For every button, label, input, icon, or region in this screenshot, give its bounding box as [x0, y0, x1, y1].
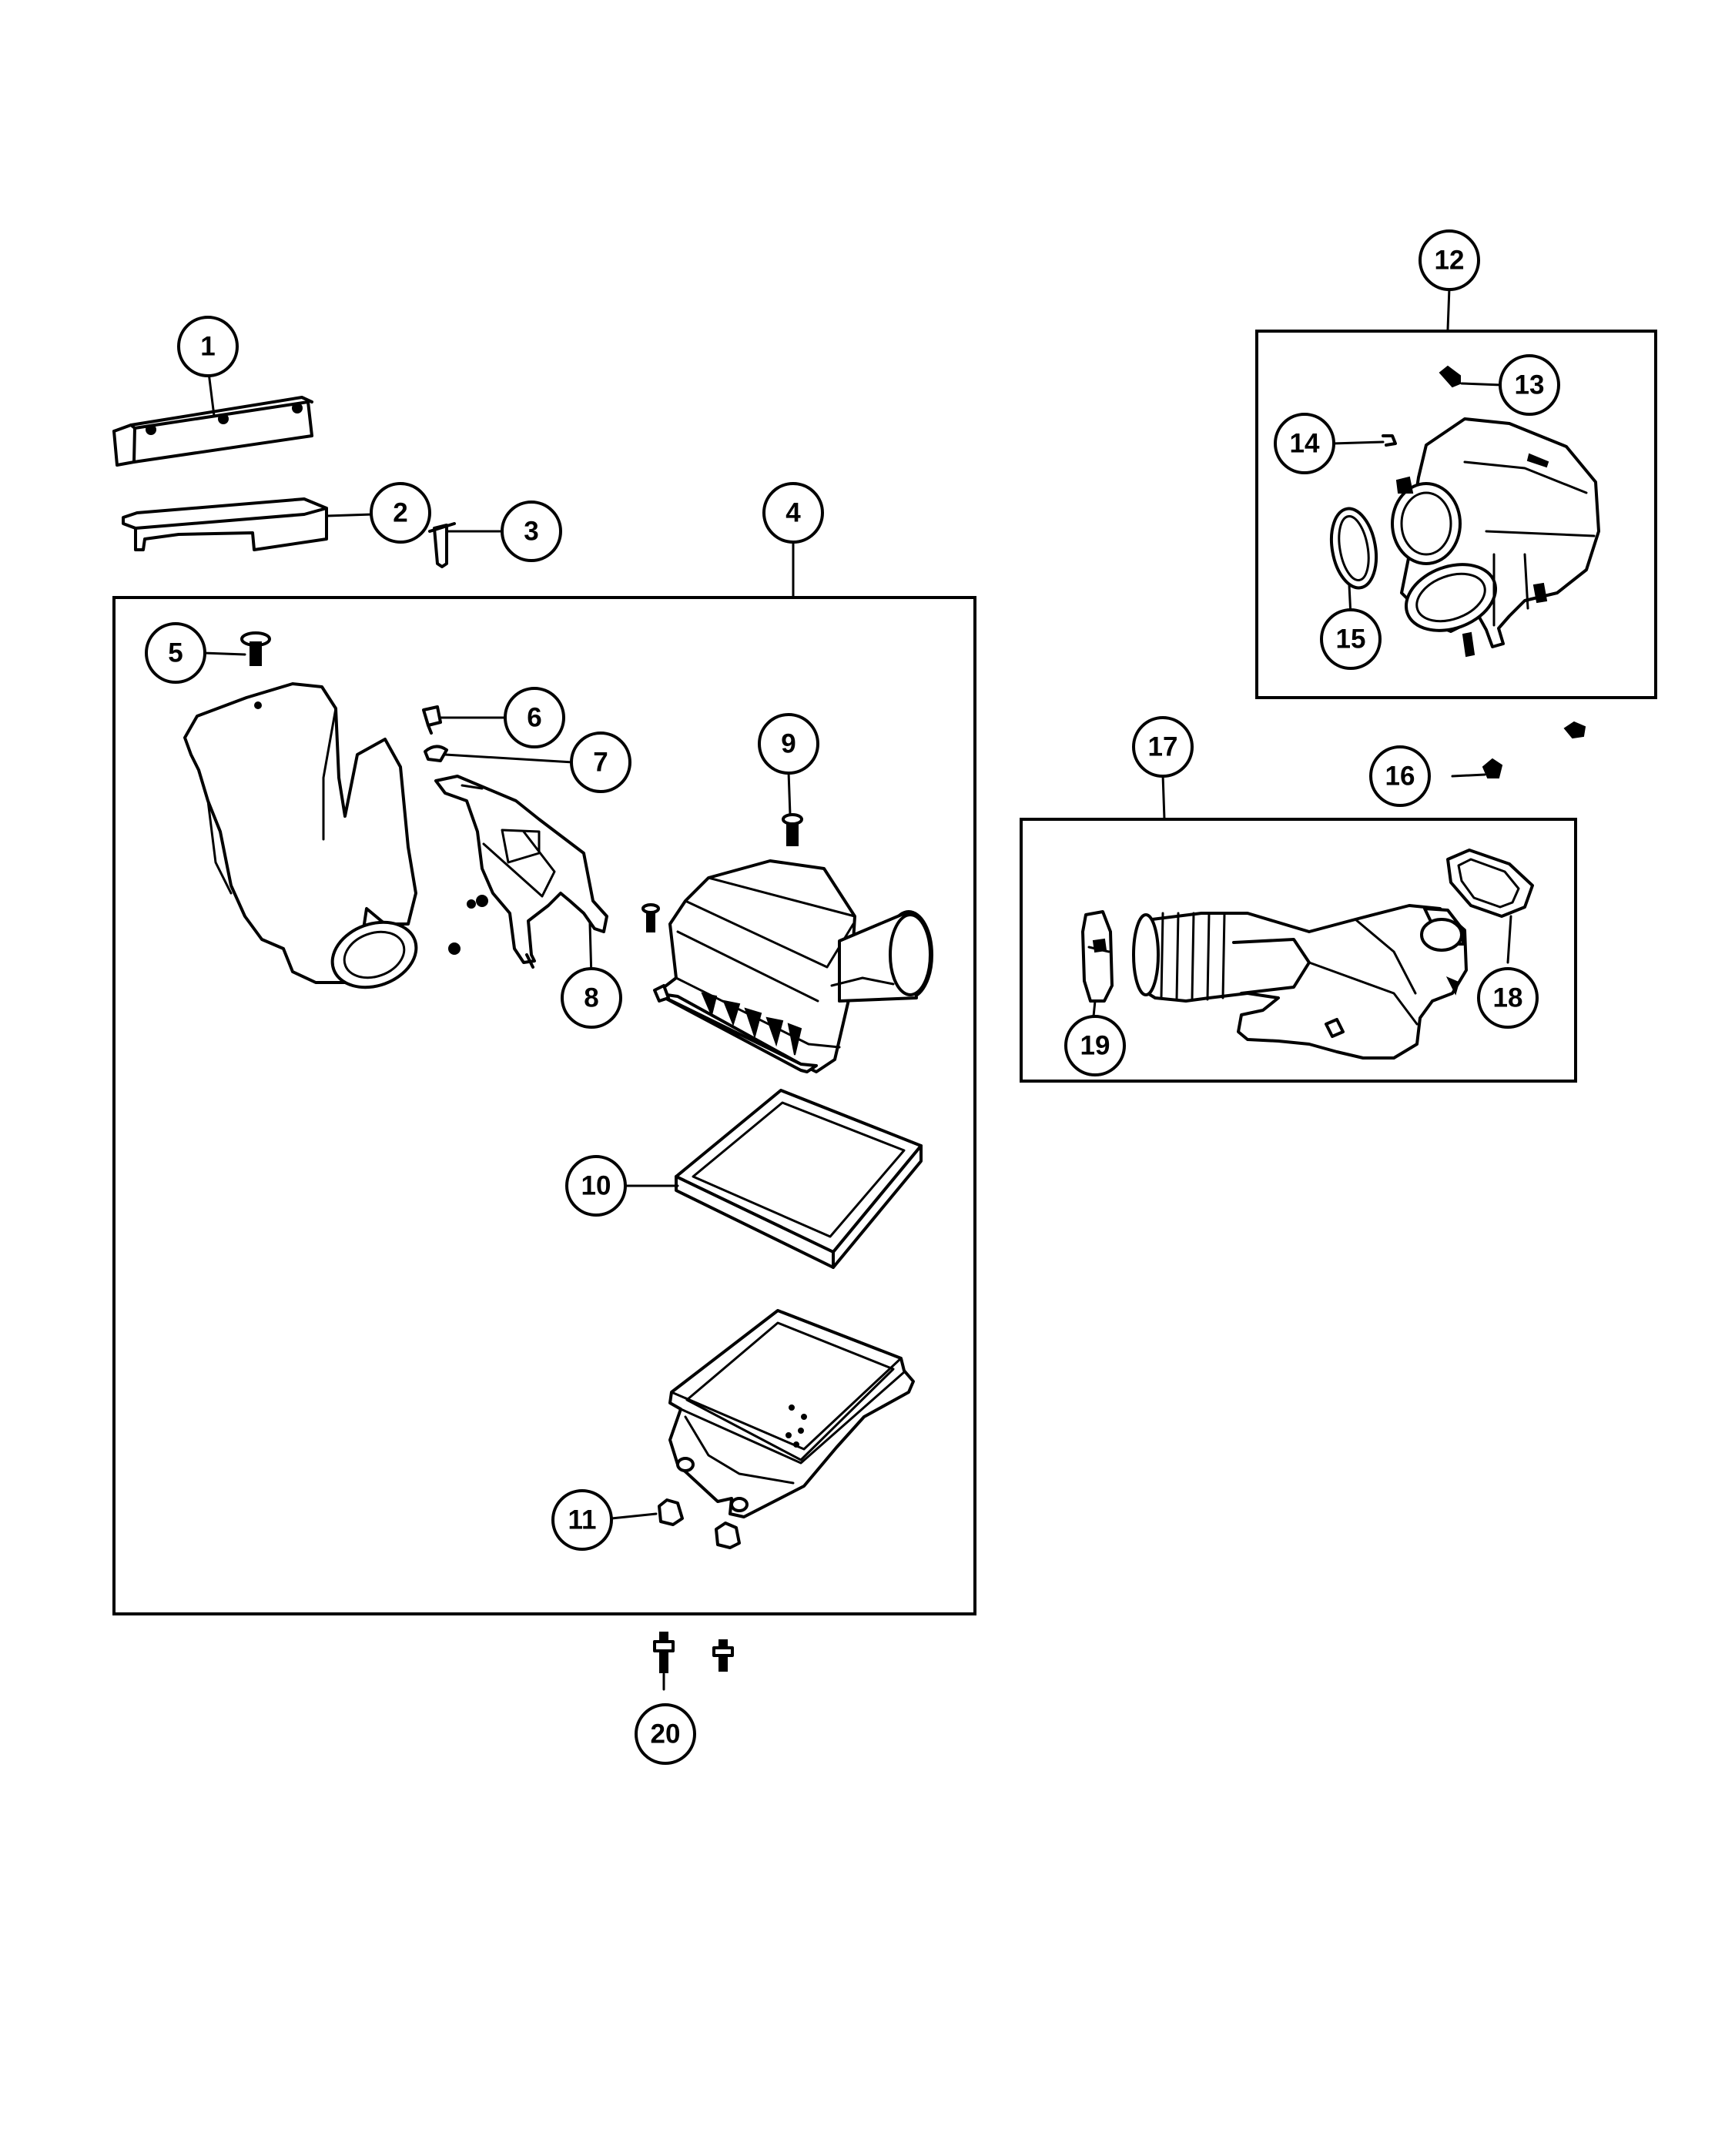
part-air-intake-elbow	[183, 682, 418, 989]
part-air-cleaner-cover	[653, 859, 933, 1073]
callout-20: 20	[635, 1703, 696, 1765]
part-ring-18	[1446, 849, 1534, 918]
part-clip-6	[422, 705, 442, 735]
callout-18: 18	[1477, 967, 1539, 1029]
part-clip-13	[1439, 365, 1461, 388]
callout-5-label: 5	[168, 638, 183, 668]
callout-16: 16	[1369, 745, 1431, 807]
callout-4: 4	[762, 482, 824, 544]
callout-3-label: 3	[524, 517, 538, 547]
callout-12: 12	[1419, 229, 1480, 291]
callout-9-label: 9	[781, 729, 796, 759]
part-clip-7	[424, 745, 448, 762]
callout-9: 9	[758, 713, 819, 775]
group-frame-17	[1020, 818, 1577, 1083]
callout-14-label: 14	[1290, 429, 1320, 459]
callout-20-label: 20	[651, 1719, 681, 1749]
part-intake-hose	[1132, 904, 1468, 1060]
callout-12-label: 12	[1435, 246, 1465, 276]
group-frame-4	[112, 596, 976, 1615]
callout-19-label: 19	[1080, 1031, 1110, 1061]
group-frame-12	[1255, 330, 1657, 699]
callout-3: 3	[501, 500, 562, 562]
callout-15-label: 15	[1336, 624, 1366, 654]
callout-11: 11	[551, 1489, 613, 1551]
part-pin	[428, 522, 456, 568]
callout-2: 2	[370, 482, 431, 544]
part-air-cleaner-housing	[668, 1309, 915, 1518]
callout-13-label: 13	[1515, 370, 1545, 400]
callout-8: 8	[561, 967, 622, 1029]
callout-18-label: 18	[1493, 983, 1523, 1013]
callout-10-label: 10	[581, 1171, 611, 1201]
part-screw-9	[782, 813, 803, 846]
part-fastener-16	[1482, 721, 1586, 778]
callout-8-label: 8	[584, 983, 598, 1013]
callout-4-label: 4	[785, 498, 801, 528]
part-bracket	[434, 775, 608, 969]
callout-17: 17	[1132, 716, 1194, 778]
part-screw-small	[641, 903, 660, 932]
part-ring-15	[1329, 507, 1378, 590]
callout-5: 5	[145, 622, 206, 684]
part-air-filter	[675, 1089, 923, 1269]
part-resonator	[1391, 417, 1600, 658]
callout-2-label: 2	[393, 498, 407, 528]
part-grommet-11	[658, 1498, 741, 1549]
callout-6-label: 6	[527, 703, 541, 733]
part-clip-14	[1382, 434, 1397, 447]
part-air-inlet-duct	[112, 396, 313, 467]
callout-6: 6	[504, 687, 565, 748]
callout-7-label: 7	[593, 748, 608, 778]
part-screw-5	[240, 631, 271, 666]
callout-15: 15	[1320, 608, 1382, 670]
callout-1: 1	[177, 316, 239, 377]
callout-16-label: 16	[1385, 762, 1415, 792]
callout-19: 19	[1064, 1015, 1126, 1076]
callout-17-label: 17	[1148, 732, 1178, 762]
callout-13: 13	[1499, 354, 1560, 416]
part-bolt-20	[653, 1632, 734, 1673]
callout-10: 10	[565, 1155, 627, 1217]
callout-14: 14	[1274, 413, 1335, 474]
callout-1-label: 1	[200, 332, 215, 362]
part-clamp-19	[1081, 910, 1114, 1003]
callout-7: 7	[570, 732, 631, 793]
leader-lines	[202, 286, 1512, 1691]
callout-11-label: 11	[568, 1505, 597, 1535]
part-air-inlet-baffle	[122, 497, 328, 551]
